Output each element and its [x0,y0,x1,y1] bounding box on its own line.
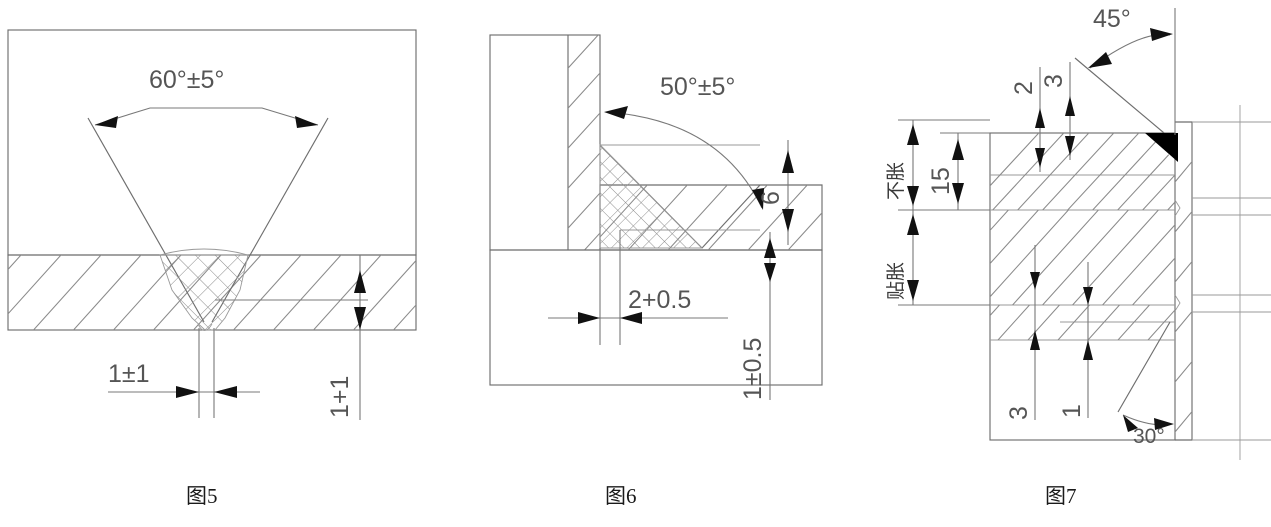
fig7-tube-break-lower [1174,294,1181,312]
fig7-back-angle-dimension: 30° [1122,414,1174,448]
fig7-chamfer-angle-dimension: 45° [1088,5,1176,135]
fig7-15-arrow-bottom [952,183,964,204]
fig6-root-gap-label: 2+0.5 [628,286,691,314]
fig7-zone-upper-label: 不胀 [885,162,907,200]
fig5-angle-dimension: 60°±5° [94,66,319,128]
fig5-angle-arrow-right [295,116,318,128]
fig7-callout-1-label: 1 [1058,404,1086,418]
fig6-rootface-arrow-bottom [764,263,776,282]
fig7-tube-hatching [1175,139,1192,440]
fig7-callout3top-arrow-up [1065,136,1075,156]
fig7-callout2-arrow-down [1035,108,1045,128]
fig7-zone-dimensions: 不胀 贴胀 [885,119,990,306]
fig5-root-bump [197,323,213,331]
fig5-gap-arrow-left [176,386,199,398]
figure-5-caption: 图5 [186,484,218,508]
fig7-callout-2: 2 [1010,67,1045,172]
fig7-chamfer-angle-label: 45° [1093,5,1131,33]
fig6-bevel-upper-edge [701,184,761,249]
fig6-bevel-angle-label: 50°±5° [660,73,735,101]
fig7-callout3top-arrow-down [1065,96,1075,116]
fig5-face-arrow-top [354,270,366,293]
fig7-back-angle-label: 30° [1133,425,1165,448]
fig7-30-arrow-start [1123,415,1138,432]
fig5-root-face-label: 1+1 [326,376,354,418]
fig7-chamfer-45-line [1074,57,1171,139]
fig7-callout-3-bottom-label: 3 [1005,406,1033,420]
fig6-leg-height-dimension: 6 [757,140,794,245]
fig5-gap-arrow-right [214,386,237,398]
fig5-upper-body-outline [7,29,417,256]
figure-5: 60°±5° 1±1 1+1 图5 [0,0,430,508]
fig5-root-gap-dimension: 1±1 [108,328,260,418]
fig7-zone2-arrow-bottom [907,280,919,301]
fig7-right-shell-outlines [1192,105,1271,460]
fig7-tube-wall-outline [1175,121,1193,441]
fig5-weld-bead-hatching [160,255,248,330]
fig7-zone2-arrow-top [907,214,919,235]
fig7-zone-lower-label: 贴胀 [885,262,907,300]
figure-7-drawing: 45° 30° 15 [885,5,1271,460]
fig5-bead-crown [159,248,249,256]
fig7-zone1-arrow-top [907,124,919,145]
fig7-callout-3-bottom: 3 [1005,245,1040,420]
fig6-gap-arrow-right [620,312,642,324]
figure-7-caption: 图7 [1045,484,1077,508]
fig6-vertical-hatching [568,35,600,250]
fig6-root-face-dimension: 1±0.5 [739,232,776,400]
figure-6-caption: 图6 [605,484,637,508]
fig6-six-arrow-top [782,150,794,173]
fig7-callout3bot-arrow-down [1030,330,1040,350]
fig7-45-arrow-start [1088,52,1112,68]
fig6-angle-arrow-start [604,106,628,119]
fig6-angle-dimension: 50°±5° [604,73,764,210]
fig7-callout-2-label: 2 [1010,81,1038,95]
fig5-root-gap-label: 1±1 [108,360,150,388]
fig5-face-arrow-bottom [354,307,366,330]
fig7-middle-hatching [990,210,1175,305]
fig7-callout2-arrow-up [1035,148,1045,168]
fig7-depth-dimension: 15 [927,132,990,211]
fig7-depth-label: 15 [927,167,955,195]
fig7-tube-break-upper [1174,199,1181,217]
fig7-45-arrow-end [1150,28,1173,41]
fig7-callout1-arrow-down [1083,340,1093,360]
fig7-callout1-arrow-up [1083,287,1093,305]
fig7-callout-1: 1 [1058,262,1093,418]
fig6-angle-arrow-end [752,188,764,210]
fig7-weld-fill-triangle [1145,133,1178,162]
fig6-root-face-label: 1±0.5 [739,338,767,400]
fig6-root-gap-dimension: 2+0.5 [548,230,728,345]
figure-7: 45° 30° 15 [880,0,1271,508]
fig5-groove-angle-label: 60°±5° [149,66,224,94]
fig7-30-arrow-end [1154,418,1174,430]
fig7-callout-3-top-label: 3 [1040,74,1068,88]
figure-6-drawing: 50°±5° 6 1±0.5 [489,34,823,400]
fig7-zone1-arrow-bottom [907,186,919,206]
fig6-vertical-member-outline [489,34,601,251]
fig7-15-arrow-top [952,139,964,160]
fig5-angle-arrow-left [95,116,118,128]
fig6-leg-height-label: 6 [757,191,785,205]
fig7-callout-3-top: 3 [1040,62,1075,160]
fig7-upper-hatching [990,133,1175,210]
figure-6: 50°±5° 6 1±0.5 [470,0,860,508]
fig6-gap-arrow-left [578,312,600,324]
fig7-tubesheet-outline [989,132,1176,441]
fig7-callout3bot-arrow-up [1030,272,1040,290]
fig5-root-face-dimension: 1+1 [215,255,368,420]
fig7-back-chamfer-line [1117,321,1171,413]
fig6-rootface-arrow-top [764,238,776,258]
figure-5-drawing: 60°±5° 1±1 1+1 [7,29,417,420]
fig7-lower-hatching [990,305,1175,340]
fig6-six-arrow-bottom [782,209,794,232]
